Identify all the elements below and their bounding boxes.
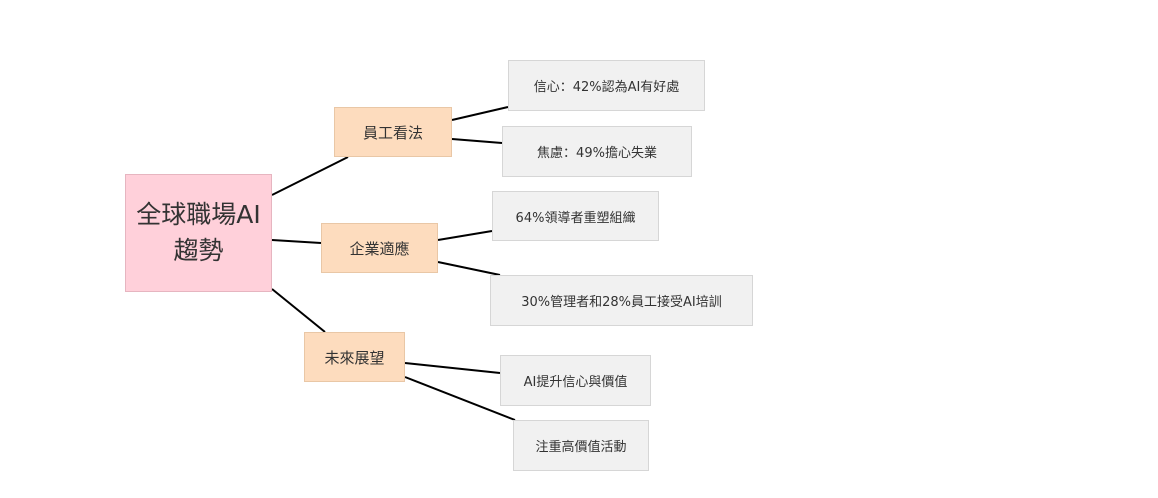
- branch-node-enterprise-adaptation[interactable]: 企業適應: [321, 223, 438, 273]
- branch-node-future-outlook[interactable]: 未來展望: [304, 332, 405, 382]
- connector-branch-1-leaf-1: [451, 106, 509, 121]
- connector-branch-2-leaf-1: [437, 230, 493, 241]
- connector-branch-1-leaf-2: [451, 138, 503, 144]
- branch-label: 企業適應: [349, 239, 410, 258]
- leaf-label: 焦慮：49%擔心失業: [537, 146, 657, 161]
- connector-branch-3-leaf-2: [404, 376, 516, 421]
- leaf-label: 30%管理者和28%員工接受AI培訓: [521, 295, 722, 310]
- root-node[interactable]: 全球職場AI趨勢: [125, 174, 272, 292]
- leaf-node-high-value-activities[interactable]: 注重高價值活動: [513, 420, 649, 471]
- connector-root-branch-3: [271, 288, 326, 333]
- leaf-node-leaders-reshape[interactable]: 64%領導者重塑組織: [492, 191, 659, 241]
- leaf-node-confidence[interactable]: 信心：42%認為AI有好處: [508, 60, 705, 111]
- leaf-label: 信心：42%認為AI有好處: [533, 80, 680, 95]
- root-label: 全球職場AI趨勢: [136, 200, 261, 265]
- branch-label: 員工看法: [362, 123, 423, 142]
- leaf-label: AI提升信心與價值: [523, 375, 628, 390]
- leaf-label: 注重高價值活動: [535, 440, 627, 455]
- leaf-node-ai-value[interactable]: AI提升信心與價值: [500, 355, 651, 406]
- connector-branch-2-leaf-2: [437, 261, 501, 276]
- leaf-node-ai-training[interactable]: 30%管理者和28%員工接受AI培訓: [490, 275, 753, 326]
- connector-root-branch-2: [271, 239, 322, 244]
- leaf-label: 64%領導者重塑組織: [515, 210, 636, 226]
- connector-root-branch-1: [271, 156, 349, 196]
- branch-node-employee-views[interactable]: 員工看法: [334, 107, 452, 157]
- connector-branch-3-leaf-1: [404, 362, 501, 374]
- leaf-node-anxiety[interactable]: 焦慮：49%擔心失業: [502, 126, 692, 177]
- branch-label: 未來展望: [324, 348, 385, 367]
